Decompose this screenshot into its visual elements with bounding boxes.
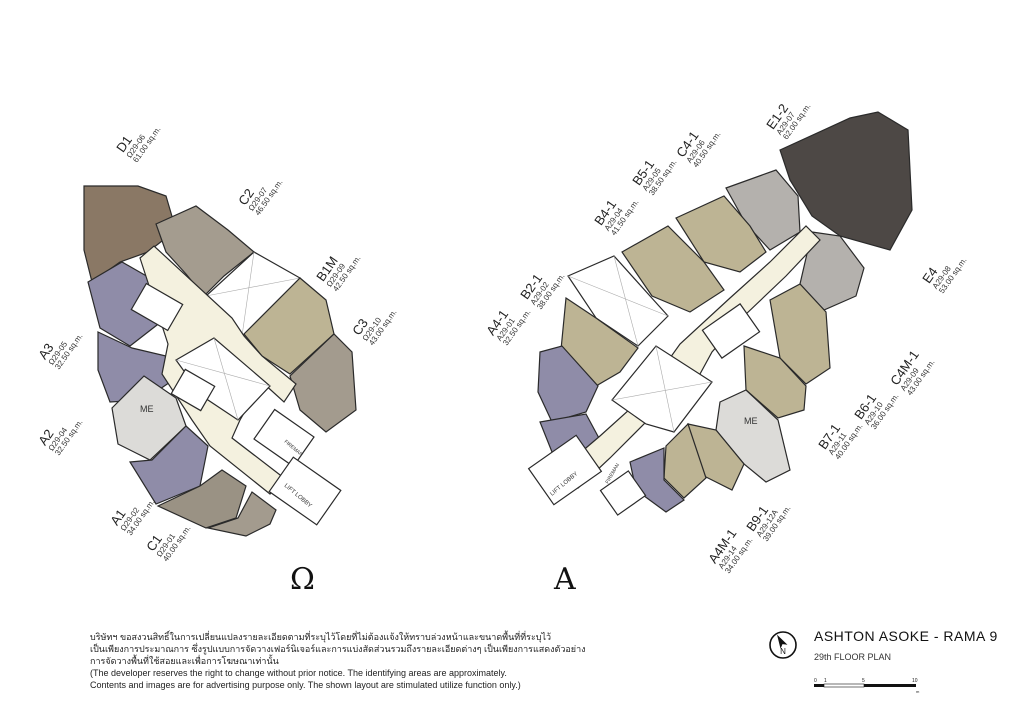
scale-label-5: 5 — [862, 678, 865, 684]
lift-core-omega — [253, 408, 315, 468]
scale-label-0: 0 — [814, 678, 817, 684]
me-label-omega: ME — [140, 404, 154, 414]
floor-plan-subtitle: 29th FLOOR PLAN — [814, 652, 892, 662]
stair-core-1 — [130, 282, 184, 332]
disclaimer-thai-2: เป็นเพียงการประมาณการ ซึ่งรูปแบบการจัดวา… — [90, 644, 586, 654]
tower-a-plan — [527, 111, 913, 516]
stair-core-a — [701, 303, 761, 359]
scale-label-10: 10 — [912, 678, 918, 684]
unit-b4-1 — [621, 225, 725, 313]
void-center-a — [611, 345, 713, 433]
unit-e1-2 — [779, 111, 913, 251]
me-label-a: ME — [744, 416, 758, 426]
disclaimer-en-1: (The developer reserves the right to cha… — [90, 668, 507, 678]
unit-purple-1 — [537, 345, 599, 423]
scale-bar: 0 1 5 10 m — [814, 678, 920, 694]
tower-omega-plan — [83, 185, 357, 537]
disclaimer-thai-1: บริษัทฯ ขอสงวนสิทธิ์ในการเปลี่ยนแปลงรายล… — [90, 632, 552, 642]
north-arrow-icon: N — [769, 631, 797, 659]
lift-lobby-a — [527, 434, 603, 506]
project-title: ASHTON ASOKE - RAMA 9 — [814, 628, 998, 644]
tower-letter-omega: Ω — [290, 562, 315, 597]
unit-c1 — [205, 491, 277, 537]
disclaimer-thai-3: การจัดวางพื้นที่ใช้สอยและเพื่อการโฆษณาเท… — [90, 656, 279, 666]
stair-core-2 — [170, 368, 216, 412]
unit-a2 — [128, 425, 209, 505]
scale-unit: m — [916, 689, 920, 694]
disclaimer: บริษัทฯ ขอสงวนสิทธิ์ในการเปลี่ยนแปลงรายล… — [90, 631, 650, 691]
disclaimer-en-2: Contents and images are for advertising … — [90, 680, 521, 690]
lift-lobby-omega — [268, 456, 342, 526]
unit-c3 — [289, 333, 357, 433]
north-letter: N — [780, 647, 786, 656]
unit-a1 — [156, 469, 247, 529]
scale-label-1: 1 — [824, 678, 827, 684]
lift-core-a — [599, 470, 647, 516]
tower-letter-a: A — [554, 562, 576, 597]
unit-c2 — [155, 205, 255, 297]
